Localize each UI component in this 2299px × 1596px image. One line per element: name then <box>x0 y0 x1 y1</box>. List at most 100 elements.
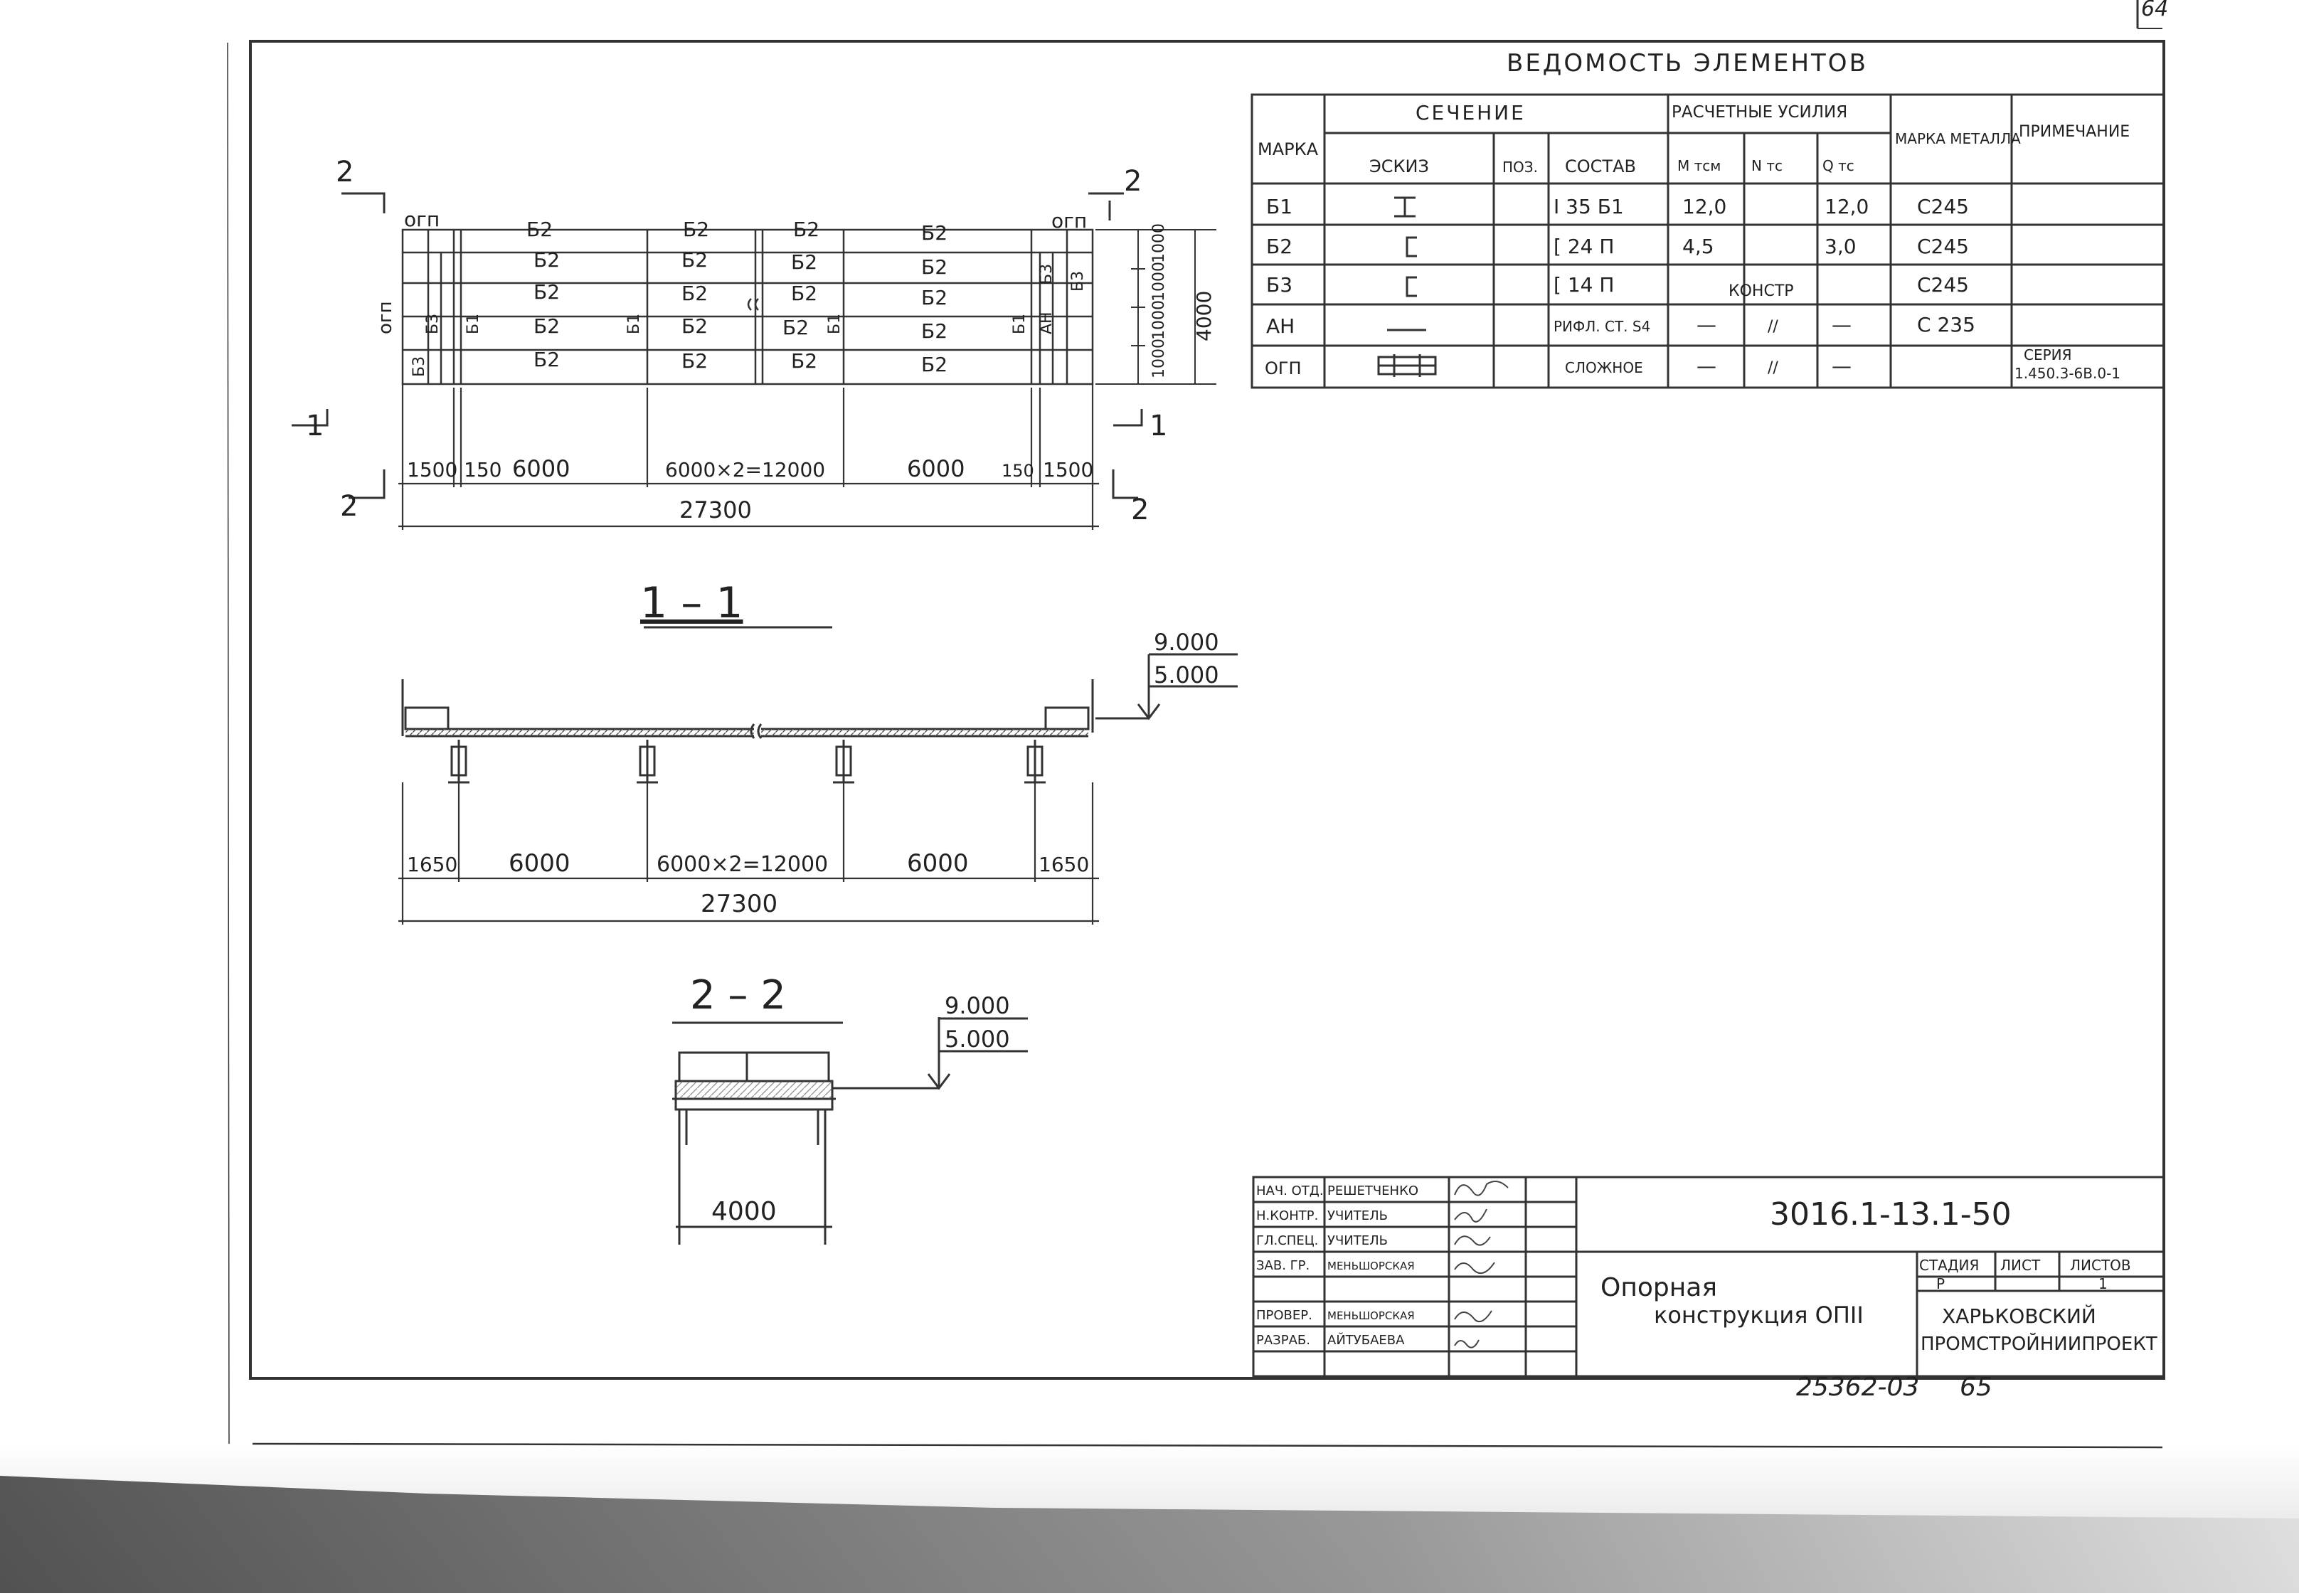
plan-beam-label: Б2 <box>681 349 708 373</box>
deck-hatch <box>405 729 754 736</box>
spec-header-marka: МАРКА <box>1258 139 1319 159</box>
plan-beam-label: Б2 <box>533 248 560 272</box>
spec-header-poz: ПОЗ. <box>1502 159 1538 176</box>
archive-page: 65 <box>1960 1373 1992 1402</box>
stamp-org-line1: ХАРЬКОВСКИЙ <box>1942 1304 2096 1328</box>
cell-sostav: I 35 Б1 <box>1554 195 1624 218</box>
cell-m: 12,0 <box>1682 195 1726 218</box>
level-label: 5.000 <box>945 1026 1010 1053</box>
plan-ogp-label-right: огп <box>1051 209 1087 233</box>
deck-hatch <box>761 729 1088 736</box>
dim-label: 1500 <box>407 458 457 482</box>
plan-beam-label: Б2 <box>782 316 809 339</box>
plan-vert-label: Б3 <box>424 314 442 334</box>
dim-label: 6000 <box>907 849 969 878</box>
plan-beam-label: Б2 <box>526 218 553 241</box>
cell-m: 4,5 <box>1682 235 1714 258</box>
spec-title: ВЕДОМОСТЬ ЭЛЕМЕНТОВ <box>1507 49 1868 78</box>
dim-label: 1650 <box>1039 853 1089 876</box>
cut-mark: 2 <box>1131 494 1149 526</box>
cell-prim-series: СЕРИЯ <box>2024 346 2072 363</box>
table-row: Б3 [ 14 П КОНСТР С245 <box>1266 273 1969 300</box>
plan-ogp-label: огп <box>404 208 440 231</box>
cell-n: // <box>1768 318 1778 336</box>
table-row: Б1 I 35 Б1 12,0 12,0 С245 <box>1266 195 1969 218</box>
dim-label-total: 27300 <box>679 496 752 523</box>
dim-label: 1500 <box>1043 458 1093 482</box>
dim-label: 6000 <box>907 455 965 482</box>
cut-mark: 1 <box>306 410 324 442</box>
dim-label: 150 <box>464 458 501 482</box>
plan-beam-label: Б2 <box>793 218 819 241</box>
stamp-title: Опорная конструкция ОПII <box>1600 1273 1864 1329</box>
spec-header-eskiz: ЭСКИЗ <box>1369 156 1429 176</box>
plan-right-dims <box>1095 229 1216 385</box>
dim-label-total: 4000 <box>1192 291 1216 341</box>
cut-mark: 2 <box>336 156 354 188</box>
plan-beam-label: Б2 <box>791 349 817 373</box>
plan-beam-label: Б2 <box>533 280 560 304</box>
plan-beam-label: Б2 <box>533 348 560 371</box>
cell-prim-series-number: 1.450.3-6В.0-1 <box>2014 365 2120 382</box>
title-block-grid <box>1252 1176 2165 1378</box>
section-1-1-dims <box>398 782 1099 925</box>
spec-header-usiliya: РАСЧЕТНЫЕ УСИЛИЯ <box>1672 103 1847 122</box>
section-1-1-dim-labels: 1650 6000 6000×2=12000 6000 1650 27300 <box>407 849 1089 918</box>
cell-sostav: РИФЛ. СТ. S4 <box>1554 318 1650 335</box>
page-number: 64 <box>2141 0 2168 21</box>
stamp-title-line1: Опорная <box>1600 1273 1717 1302</box>
stamp-names: РЕШЕТЧЕНКО УЧИТЕЛЬ УЧИТЕЛЬ МЕНЬШОРСКАЯ М… <box>1327 1183 1418 1348</box>
level-label: 5.000 <box>1154 661 1219 688</box>
cell-q: 12,0 <box>1825 195 1869 218</box>
stamp-name: МЕНЬШОРСКАЯ <box>1327 1309 1415 1322</box>
plan-vert-label: Б1 <box>625 314 643 334</box>
dim-label: 1000 <box>1150 300 1168 340</box>
dim-label: 4000 <box>711 1197 777 1226</box>
plan-beam-label: Б2 <box>681 282 708 305</box>
cell-m: — <box>1697 313 1716 336</box>
table-row: Б2 [ 24 П 4,5 3,0 С245 <box>1266 235 1969 258</box>
cell-marka: ОГП <box>1265 358 1302 378</box>
dim-label: 1000 <box>1150 339 1168 378</box>
stamp-name: РЕШЕТЧЕНКО <box>1327 1183 1418 1198</box>
plan-beam-label: Б2 <box>921 286 947 309</box>
stamp-document-code: 3016.1-13.1-50 <box>1770 1196 2012 1233</box>
stamp-sheets: 1 <box>2098 1275 2108 1292</box>
plan-beam-label: Б2 <box>921 221 947 245</box>
cell-sostav: [ 14 П <box>1554 273 1614 297</box>
stamp-stage: Р <box>1936 1275 1945 1292</box>
stamp-name: АЙТУБАЕВА <box>1327 1332 1405 1348</box>
cell-marka: АН <box>1266 314 1295 338</box>
plan-beam-label: Б2 <box>791 250 817 274</box>
cell-metall: С 235 <box>1917 313 1975 336</box>
plan-vert-label: огп <box>375 301 396 334</box>
section-cut-labels: 2 2 1 1 2 2 <box>306 156 1167 526</box>
cell-q: 3,0 <box>1825 235 1857 258</box>
plan-beam-label: Б2 <box>921 255 947 279</box>
spec-header-prim: ПРИМЕЧАНИЕ <box>2019 123 2130 141</box>
stamp-org-line2: ПРОМСТРОЙНИИПРОЕКТ <box>1921 1332 2157 1355</box>
plan-beam-label: Б2 <box>533 314 560 338</box>
cell-q: — <box>1832 354 1852 378</box>
plan-vert-label: Б1 <box>1011 314 1029 334</box>
plan-vert-label: Б3 <box>410 356 428 377</box>
spec-headers: МАРКА СЕЧЕНИЕ ЭСКИЗ ПОЗ. СОСТАВ РАСЧЕТНЫ… <box>1258 101 2130 176</box>
spec-sketch-icons <box>1377 196 1437 377</box>
binding-shadow <box>0 1476 2299 1593</box>
cell-marka: Б1 <box>1266 195 1292 218</box>
plan-beam-label: Б2 <box>683 218 709 241</box>
deck-hatch <box>676 1081 832 1099</box>
section-title-1-1: 1 – 1 <box>640 578 743 628</box>
table-row: ОГП СЛОЖНОЕ — // — <box>1265 354 1852 378</box>
plan-bottom-dims <box>398 384 1099 530</box>
plan-beam-label: Б2 <box>681 314 708 338</box>
cell-metall: С245 <box>1917 235 1969 258</box>
plan-vert-label: АН <box>1038 312 1056 334</box>
spec-table-grid <box>1251 93 2165 389</box>
cut-mark: 1 <box>1150 410 1167 442</box>
dim-label: 1650 <box>407 853 457 876</box>
spec-header-sechenie: СЕЧЕНИЕ <box>1416 101 1526 124</box>
plan-vert-label: Б1 <box>464 314 482 334</box>
section-title-2-2: 2 – 2 <box>690 972 786 1018</box>
